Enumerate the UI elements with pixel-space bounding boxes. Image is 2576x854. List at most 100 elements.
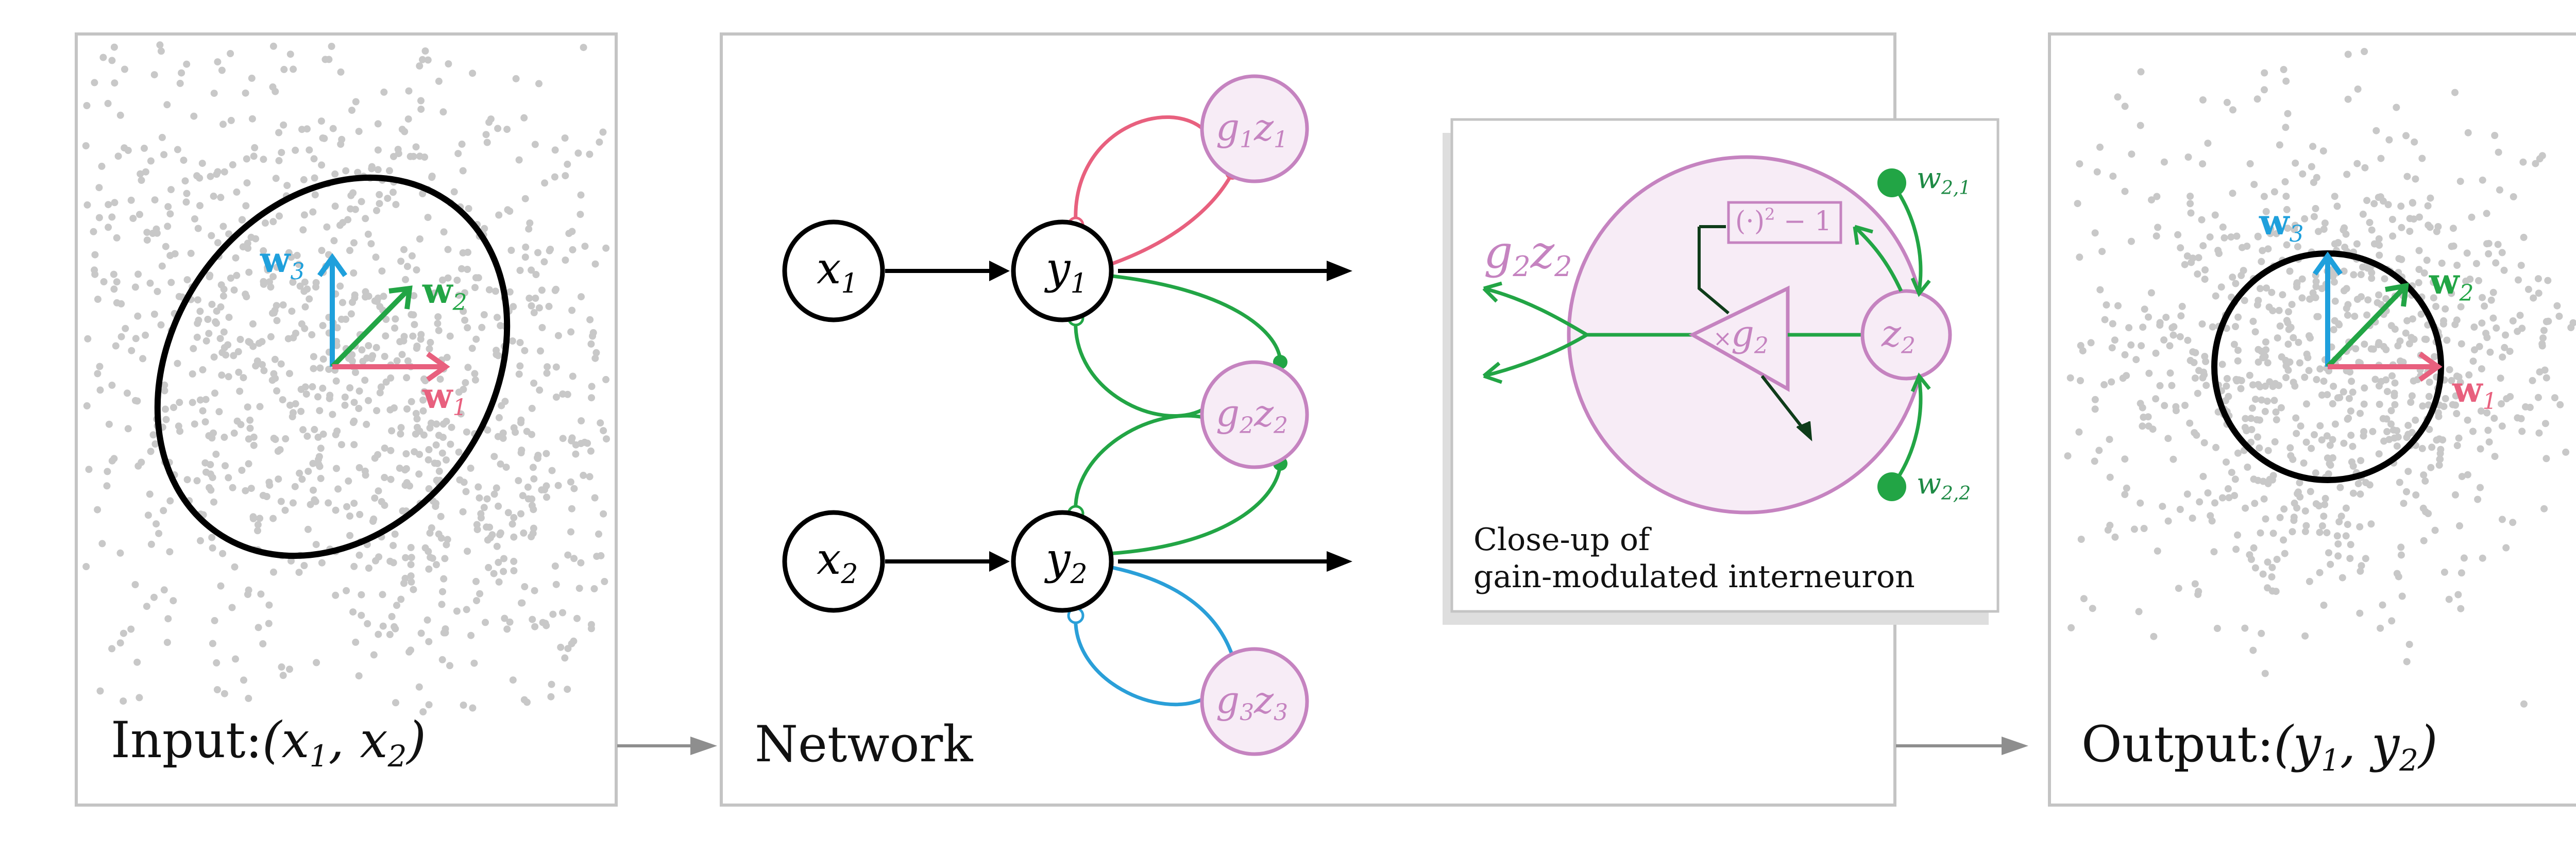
scatter-dot — [428, 173, 436, 180]
scatter-dot — [256, 403, 264, 411]
scatter-dot — [365, 565, 372, 572]
scatter-dot — [208, 300, 216, 308]
scatter-dot — [2310, 179, 2317, 186]
scatter-dot — [483, 139, 491, 146]
scatter-dot — [564, 686, 571, 693]
scatter-dot — [95, 214, 103, 221]
scatter-dot — [319, 355, 327, 363]
scatter-dot — [196, 308, 204, 315]
scatter-dot — [389, 559, 397, 567]
scatter-dot — [2125, 324, 2133, 332]
scatter-dot — [2286, 267, 2294, 275]
scatter-dot — [433, 476, 440, 484]
scatter-dot — [210, 90, 218, 97]
scatter-dot — [2379, 197, 2387, 205]
scatter-dot — [510, 567, 518, 574]
scatter-dot — [2436, 455, 2444, 463]
nonlinearity-label: (·)2 − 1 — [1735, 204, 1832, 237]
scatter-dot — [128, 347, 135, 354]
scatter-dot — [459, 508, 467, 516]
scatter-dot — [2287, 452, 2295, 459]
scatter-dot — [515, 156, 523, 164]
scatter-dot — [316, 364, 324, 372]
scatter-dot — [301, 324, 309, 332]
scatter-dot — [529, 530, 537, 537]
scatter-dot — [292, 330, 299, 337]
scatter-dot — [2340, 388, 2347, 396]
scatter-dot — [2383, 428, 2391, 435]
scatter-dot — [517, 419, 524, 426]
scatter-dot — [411, 448, 418, 456]
scatter-dot — [91, 270, 99, 278]
scatter-dot — [2395, 573, 2402, 580]
scatter-dot — [2247, 415, 2255, 422]
scatter-dot — [312, 283, 319, 291]
scatter-dot — [2280, 66, 2287, 73]
scatter-dot — [531, 587, 538, 594]
scatter-dot — [540, 258, 548, 266]
scatter-dot — [2354, 480, 2362, 487]
scatter-dot — [2397, 551, 2405, 559]
scatter-dot — [2403, 317, 2411, 324]
scatter-dot — [2499, 353, 2506, 361]
scatter-dot — [2274, 334, 2281, 342]
scatter-dot — [2453, 372, 2461, 380]
scatter-dot — [2281, 550, 2289, 557]
scatter-dot — [210, 192, 217, 200]
scatter-dot — [2343, 285, 2350, 293]
scatter-dot — [568, 306, 576, 314]
scatter-dot — [209, 640, 216, 647]
scatter-dot — [303, 285, 311, 293]
scatter-dot — [591, 494, 599, 502]
scatter-dot — [2145, 422, 2153, 430]
scatter-dot — [519, 492, 527, 500]
scatter-dot — [2489, 314, 2497, 322]
scatter-dot — [2496, 186, 2503, 194]
scatter-dot — [2331, 420, 2339, 428]
scatter-dot — [2387, 420, 2395, 428]
scatter-dot — [2369, 345, 2377, 353]
scatter-dot — [362, 215, 369, 223]
scatter-dot — [2330, 326, 2337, 333]
scatter-dot — [562, 172, 569, 180]
scatter-dot — [2397, 357, 2404, 365]
scatter-dot — [509, 520, 516, 528]
scatter-dot — [273, 317, 281, 324]
scatter-dot — [2320, 513, 2328, 520]
scatter-dot — [2311, 294, 2318, 301]
scatter-dot — [183, 276, 191, 284]
scatter-dot — [270, 568, 277, 576]
scatter-dot — [2320, 602, 2328, 609]
scatter-dot — [535, 304, 543, 312]
scatter-dot — [2121, 351, 2129, 358]
scatter-dot — [277, 498, 285, 505]
input-panel: w3 w2 w1 Input:(x1, x2) — [75, 32, 618, 807]
scatter-dot — [408, 554, 415, 561]
scatter-dot — [2103, 301, 2110, 309]
closeup-caption-line2: gain-modulated interneuron — [1473, 559, 1915, 595]
scatter-dot — [146, 490, 154, 498]
scatter-dot — [176, 399, 183, 406]
scatter-dot — [503, 625, 511, 633]
scatter-dot — [2400, 500, 2408, 507]
scatter-dot — [225, 314, 233, 321]
scatter-dot — [260, 156, 267, 163]
scatter-dot — [477, 514, 485, 522]
scatter-dot — [319, 134, 327, 142]
output-panel: w3 w2 w1 Output:(y1, y2) — [2048, 32, 2576, 807]
scatter-dot — [2318, 285, 2326, 293]
scatter-dot — [2435, 413, 2443, 420]
scatter-dot — [510, 533, 518, 541]
scatter-dot — [273, 302, 280, 310]
scatter-dot — [110, 455, 118, 463]
scatter-dot — [2361, 340, 2368, 348]
scatter-dot — [2551, 394, 2558, 402]
scatter-dot — [433, 420, 440, 428]
scatter-dot — [379, 591, 386, 599]
scatter-dot — [2479, 176, 2486, 184]
output-w3-label: w3 — [2259, 202, 2304, 247]
scatter-dot — [349, 608, 357, 616]
scatter-dot — [2140, 525, 2148, 532]
scatter-dot — [2368, 275, 2376, 282]
scatter-dot — [319, 384, 327, 392]
